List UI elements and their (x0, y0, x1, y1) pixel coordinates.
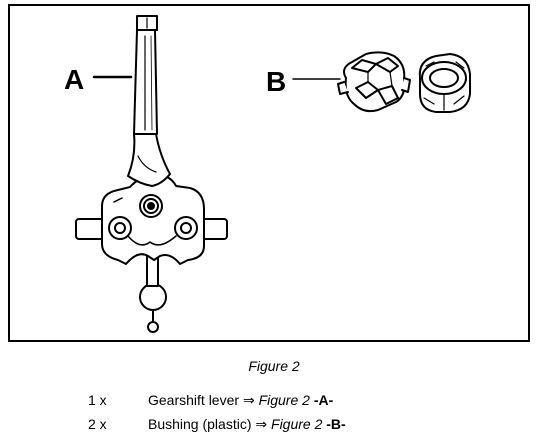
part-quantity: 1 x (88, 392, 107, 408)
parts-list-item: 1 x Gearshift lever ⇒ Figure 2 -A- (0, 390, 544, 410)
figure-reference-link[interactable]: Figure 2 (258, 392, 310, 408)
part-name: Bushing (plastic) (148, 416, 252, 432)
bushing-side-view-drawing (337, 51, 411, 113)
part-description: Bushing (plastic) ⇒ Figure 2 -B- (148, 414, 346, 434)
figure-reference-link[interactable]: Figure 2 (271, 416, 323, 432)
callout-label-a: A (64, 64, 85, 95)
callout-label-b: B (266, 66, 287, 97)
gearshift-lever-drawing (75, 15, 228, 333)
figure-item-letter: -B- (326, 416, 346, 432)
figure-item-letter: -A- (313, 392, 334, 408)
part-description: Gearshift lever ⇒ Figure 2 -A- (148, 390, 333, 410)
figure-caption: Figure 2 (248, 358, 300, 374)
cross-reference-arrow: ⇒ (255, 416, 268, 432)
figure-frame: A B (8, 4, 530, 342)
gearshift-illustration (75, 15, 471, 333)
bushing-top-view-drawing (418, 53, 471, 113)
parts-list-item: 2 x Bushing (plastic) ⇒ Figure 2 -B- (0, 414, 544, 434)
part-name: Gearshift lever (148, 392, 240, 408)
part-quantity: 2 x (88, 416, 107, 432)
cross-reference-arrow: ⇒ (242, 392, 255, 408)
